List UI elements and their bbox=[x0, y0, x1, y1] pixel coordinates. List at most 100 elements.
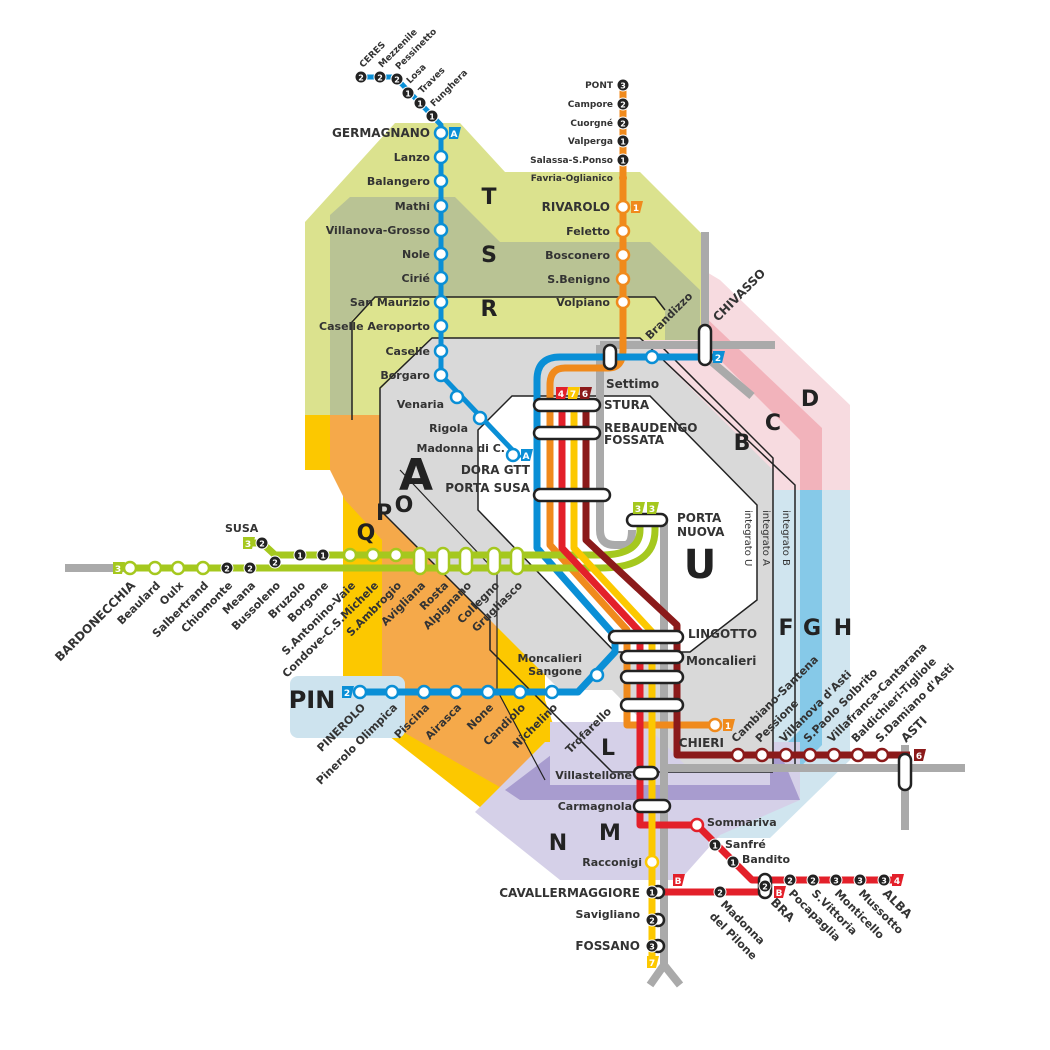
station-4[interactable] bbox=[826, 747, 842, 763]
zone-label-m: M bbox=[599, 821, 621, 846]
station-8[interactable] bbox=[615, 247, 631, 263]
station-6[interactable] bbox=[433, 125, 449, 141]
zone-label-q: Q bbox=[357, 521, 376, 546]
station-villastellone[interactable] bbox=[632, 765, 660, 781]
station-carmagnola[interactable] bbox=[632, 798, 672, 814]
station-3[interactable] bbox=[802, 747, 818, 763]
zone-badge bbox=[220, 561, 234, 575]
zone-badge bbox=[829, 873, 843, 887]
station-5[interactable] bbox=[850, 747, 866, 763]
line-tag bbox=[774, 886, 786, 898]
station-7[interactable] bbox=[433, 149, 449, 165]
station-label: Bandito bbox=[742, 853, 791, 866]
station-label: PORTA bbox=[677, 511, 722, 525]
station-10[interactable] bbox=[342, 547, 358, 563]
zone-number: 1 bbox=[712, 842, 718, 851]
station-chivasso[interactable] bbox=[697, 323, 713, 367]
station-label: Borgaro bbox=[380, 369, 430, 382]
station-11[interactable] bbox=[433, 246, 449, 262]
station-label: CHIERI bbox=[679, 736, 724, 750]
station-0[interactable] bbox=[730, 747, 746, 763]
hub-lingotto[interactable] bbox=[607, 629, 685, 645]
station-14[interactable] bbox=[435, 546, 451, 576]
zone-badge bbox=[616, 153, 630, 167]
hub-moncalieri-2[interactable] bbox=[619, 669, 685, 685]
station-13[interactable] bbox=[433, 294, 449, 310]
station-18[interactable] bbox=[472, 410, 488, 426]
station-17[interactable] bbox=[509, 546, 525, 576]
zone-label-h: H bbox=[834, 616, 852, 641]
station-label: Cuorgné bbox=[570, 118, 613, 129]
line-tag-label: A bbox=[451, 130, 458, 140]
station-2[interactable] bbox=[778, 747, 794, 763]
hub-porta-nuova[interactable] bbox=[625, 512, 669, 528]
station-16[interactable] bbox=[433, 367, 449, 383]
zone-badge bbox=[645, 913, 659, 927]
station-9[interactable] bbox=[615, 271, 631, 287]
station-19[interactable] bbox=[505, 447, 521, 463]
zone-badge bbox=[243, 561, 257, 575]
zone-badge bbox=[293, 548, 307, 562]
station-label: Lanzo bbox=[394, 151, 431, 164]
station-14[interactable] bbox=[433, 318, 449, 334]
line-3-susa bbox=[248, 515, 644, 559]
line-tag-label: 7 bbox=[570, 390, 576, 400]
station-3[interactable] bbox=[195, 560, 211, 576]
station-1[interactable] bbox=[384, 684, 400, 700]
station-sommariva[interactable] bbox=[689, 817, 705, 833]
hub-rebaudengo[interactable] bbox=[532, 425, 602, 441]
hub-settimo[interactable] bbox=[602, 343, 618, 371]
station-3[interactable] bbox=[448, 684, 464, 700]
station-6[interactable] bbox=[874, 747, 890, 763]
station-2[interactable] bbox=[416, 684, 432, 700]
hub-trofarello[interactable] bbox=[619, 697, 685, 713]
station-6[interactable] bbox=[544, 684, 560, 700]
station-label: Mathi bbox=[395, 200, 430, 213]
station-moncalieri-sangone[interactable] bbox=[589, 667, 605, 683]
station-15[interactable] bbox=[458, 546, 474, 576]
station-chieri[interactable] bbox=[707, 717, 723, 733]
zone-badge bbox=[390, 72, 404, 86]
station-13[interactable] bbox=[412, 546, 428, 576]
station-1[interactable] bbox=[147, 560, 163, 576]
station-17[interactable] bbox=[449, 389, 465, 405]
station-racconigi[interactable] bbox=[644, 854, 660, 870]
zone-badge bbox=[616, 134, 630, 148]
station-label: Volpiano bbox=[556, 296, 610, 309]
station-9[interactable] bbox=[433, 198, 449, 214]
station-asti[interactable] bbox=[897, 752, 913, 792]
line-4 bbox=[558, 395, 900, 884]
station-12[interactable] bbox=[388, 547, 404, 563]
station-16[interactable] bbox=[486, 546, 502, 576]
station-11[interactable] bbox=[365, 547, 381, 563]
station-10[interactable] bbox=[433, 222, 449, 238]
hub-porta-susa[interactable] bbox=[532, 487, 612, 503]
line-tag bbox=[892, 874, 904, 886]
station-brandizzo[interactable] bbox=[644, 349, 660, 365]
station-1[interactable] bbox=[754, 747, 770, 763]
hub-moncalieri[interactable] bbox=[619, 649, 685, 665]
station-label: Rigola bbox=[429, 422, 468, 435]
zone-number: 1 bbox=[429, 113, 435, 122]
station-12[interactable] bbox=[433, 270, 449, 286]
zone-badge bbox=[713, 885, 727, 899]
zone-boundary bbox=[379, 337, 796, 772]
station-0[interactable] bbox=[122, 560, 138, 576]
station-2[interactable] bbox=[170, 560, 186, 576]
station-8[interactable] bbox=[433, 173, 449, 189]
station-5[interactable] bbox=[512, 684, 528, 700]
integrato-label: integrato U bbox=[742, 510, 753, 566]
hub-stura[interactable] bbox=[532, 397, 602, 413]
integrato-label: integrato A bbox=[760, 510, 771, 566]
station-10[interactable] bbox=[615, 294, 631, 310]
station-label: Campore bbox=[568, 100, 613, 110]
station-0[interactable] bbox=[352, 684, 368, 700]
station-6[interactable] bbox=[615, 199, 631, 215]
station-7[interactable] bbox=[615, 223, 631, 239]
line-tag-label: 3 bbox=[635, 505, 641, 515]
line-tag-label: B bbox=[776, 889, 783, 899]
station-15[interactable] bbox=[433, 343, 449, 359]
line-tag bbox=[113, 562, 125, 574]
station-label: STURA bbox=[604, 398, 650, 412]
station-4[interactable] bbox=[480, 684, 496, 700]
